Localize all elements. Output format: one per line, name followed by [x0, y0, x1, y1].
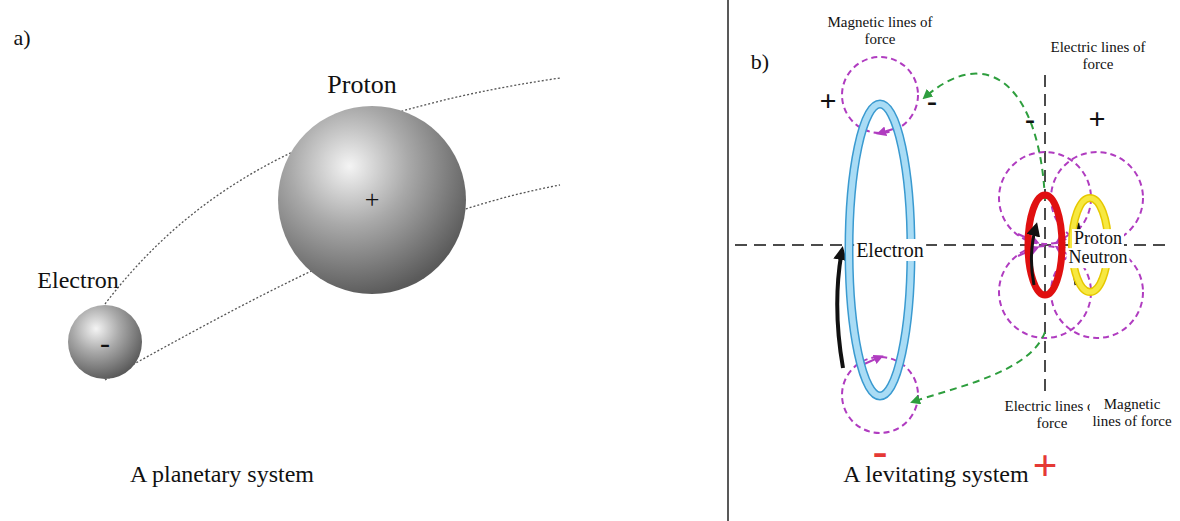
field-label: Magnetic lines of force: [823, 14, 937, 47]
divider-line: [727, 0, 729, 521]
charge-sign: +: [1032, 442, 1057, 490]
rotation-arrow: [1031, 226, 1036, 285]
field-label: Magnetic lines of force: [1090, 396, 1174, 429]
sphere-label: Proton: [327, 71, 396, 100]
ring-label: Proton: [1072, 229, 1124, 249]
panel-letter: b): [751, 50, 769, 74]
ring-label: Neutron: [1067, 248, 1130, 268]
charge-sign: +: [1088, 102, 1105, 135]
electric-field-line: [912, 332, 1045, 402]
axis-line: [1044, 75, 1046, 430]
red-ring: [1028, 195, 1062, 295]
field-label: Electric lines of force: [1000, 398, 1104, 431]
ring-label: Electron: [854, 239, 926, 261]
sphere-label: Electron: [37, 267, 118, 293]
rotation-arrow: [837, 250, 843, 368]
electron-sphere: Electron-: [67, 304, 143, 380]
charge-sign: -: [100, 326, 110, 359]
nucleon-ring: ProtonNeutron: [1068, 195, 1112, 295]
proton-sphere: Proton+: [277, 105, 467, 295]
charge-sign: +: [819, 84, 836, 117]
charge-sign: -: [1025, 102, 1035, 135]
field-label: Electric lines of force: [1046, 39, 1150, 72]
charge-sign: -: [927, 84, 937, 117]
panel-letter: a): [13, 26, 30, 50]
caption: A levitating system: [843, 461, 1028, 487]
caption: A planetary system: [130, 461, 314, 487]
electric-field-line: [924, 74, 1045, 200]
orbit-line: [105, 78, 560, 304]
electron-ring: Electron: [845, 100, 915, 400]
magnetic-field-lines: [842, 57, 1143, 433]
charge-sign: +: [365, 186, 380, 215]
